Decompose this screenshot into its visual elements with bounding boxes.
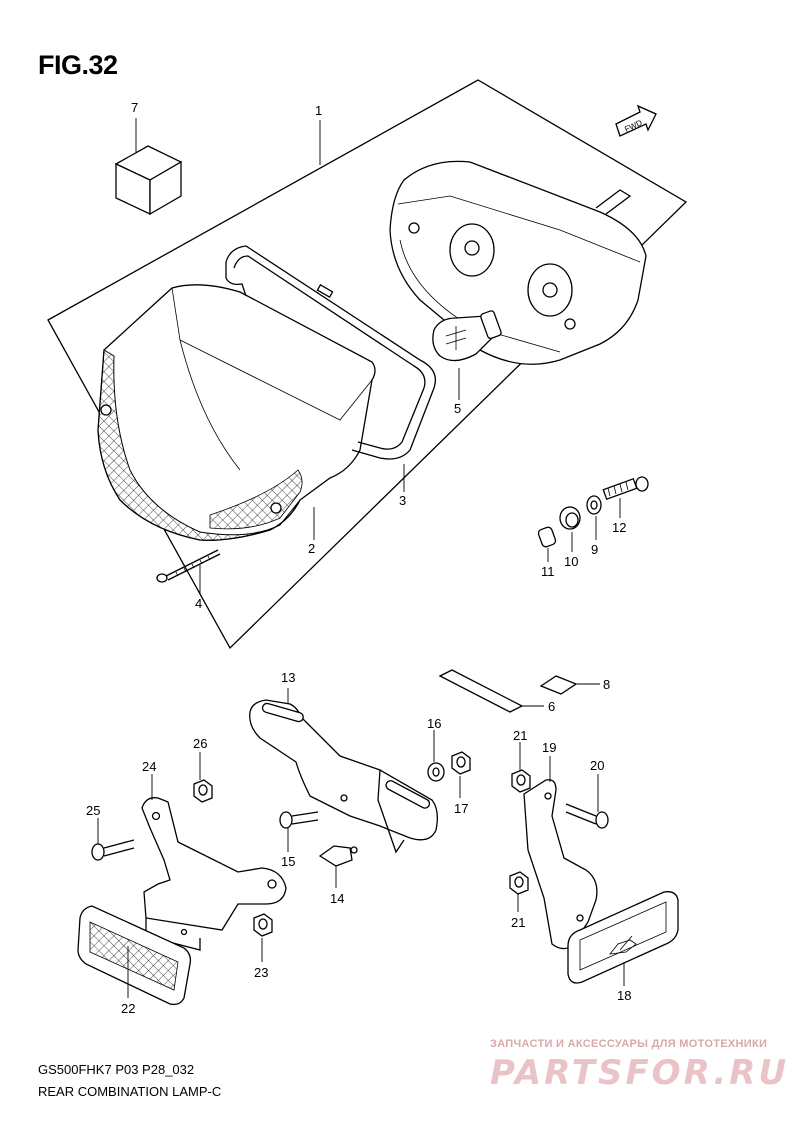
callout-18: 18 [617,988,631,1003]
callout-13: 13 [281,670,295,685]
callout-15: 15 [281,854,295,869]
part-14-socket [318,845,358,867]
part-21-nut-lower [509,871,529,895]
part-name: REAR COMBINATION LAMP-C [38,1084,222,1099]
part-21-nut-upper [511,769,531,793]
part-18-reflector [567,891,679,984]
part-26-nut [193,779,213,803]
figure-title: FIG.32 [38,50,118,80]
callout-21-upper: 21 [513,728,527,743]
callout-2: 2 [308,541,315,556]
callout-10: 10 [564,554,578,569]
part-22-reflector [77,905,192,1006]
part-4-screw [156,549,221,583]
callout-5: 5 [454,401,461,416]
callout-22: 22 [121,1001,135,1016]
callout-14: 14 [330,891,344,906]
watermark-brand: PARTSFOR.RU [490,1053,789,1093]
callout-3: 3 [399,493,406,508]
part-9-washer [586,495,602,515]
callout-9: 9 [591,542,598,557]
part-19-bracket [523,779,598,950]
callout-1: 1 [315,103,322,118]
fwd-arrow-icon: FWD [615,104,657,137]
part-2-lens [97,284,376,541]
part-5-bulb [432,310,502,362]
callout-23: 23 [254,965,268,980]
part-23-nut [253,913,273,937]
callout-11: 11 [541,564,555,579]
callout-17: 17 [454,801,468,816]
callout-12: 12 [612,520,626,535]
model-code: GS500FHK7 P03 P28_032 [38,1062,195,1077]
part-12-bolt [602,476,649,501]
callout-24: 24 [142,759,156,774]
lamp-housing [389,160,647,365]
callout-8: 8 [603,677,610,692]
part-16-washer [427,762,445,782]
part-25-screw [91,839,135,861]
part-6-strip [438,669,524,713]
part-3-gasket [225,245,437,460]
part-7-cube [114,145,183,216]
callout-21-lower: 21 [511,915,525,930]
part-11-collar [537,526,557,548]
watermark: ЗАПЧАСТИ И АКСЕССУАРЫ ДЛЯ МОТОТЕХНИКИ PA… [490,1038,789,1093]
part-20-screw [565,803,609,829]
watermark-subtitle: ЗАПЧАСТИ И АКСЕССУАРЫ ДЛЯ МОТОТЕХНИКИ [490,1038,767,1050]
callout-26: 26 [193,736,207,751]
callout-20: 20 [590,758,604,773]
callout-7: 7 [131,100,138,115]
part-15-screw [279,811,319,829]
assembly-boundary [47,79,688,650]
callout-4: 4 [195,596,202,611]
part-10-grommet [559,506,581,530]
callout-19: 19 [542,740,556,755]
part-17-nut [451,751,471,775]
part-13-bracket [249,699,438,854]
callout-16: 16 [427,716,441,731]
part-8-pad [539,675,578,695]
callout-6: 6 [548,699,555,714]
callout-25: 25 [86,803,100,818]
